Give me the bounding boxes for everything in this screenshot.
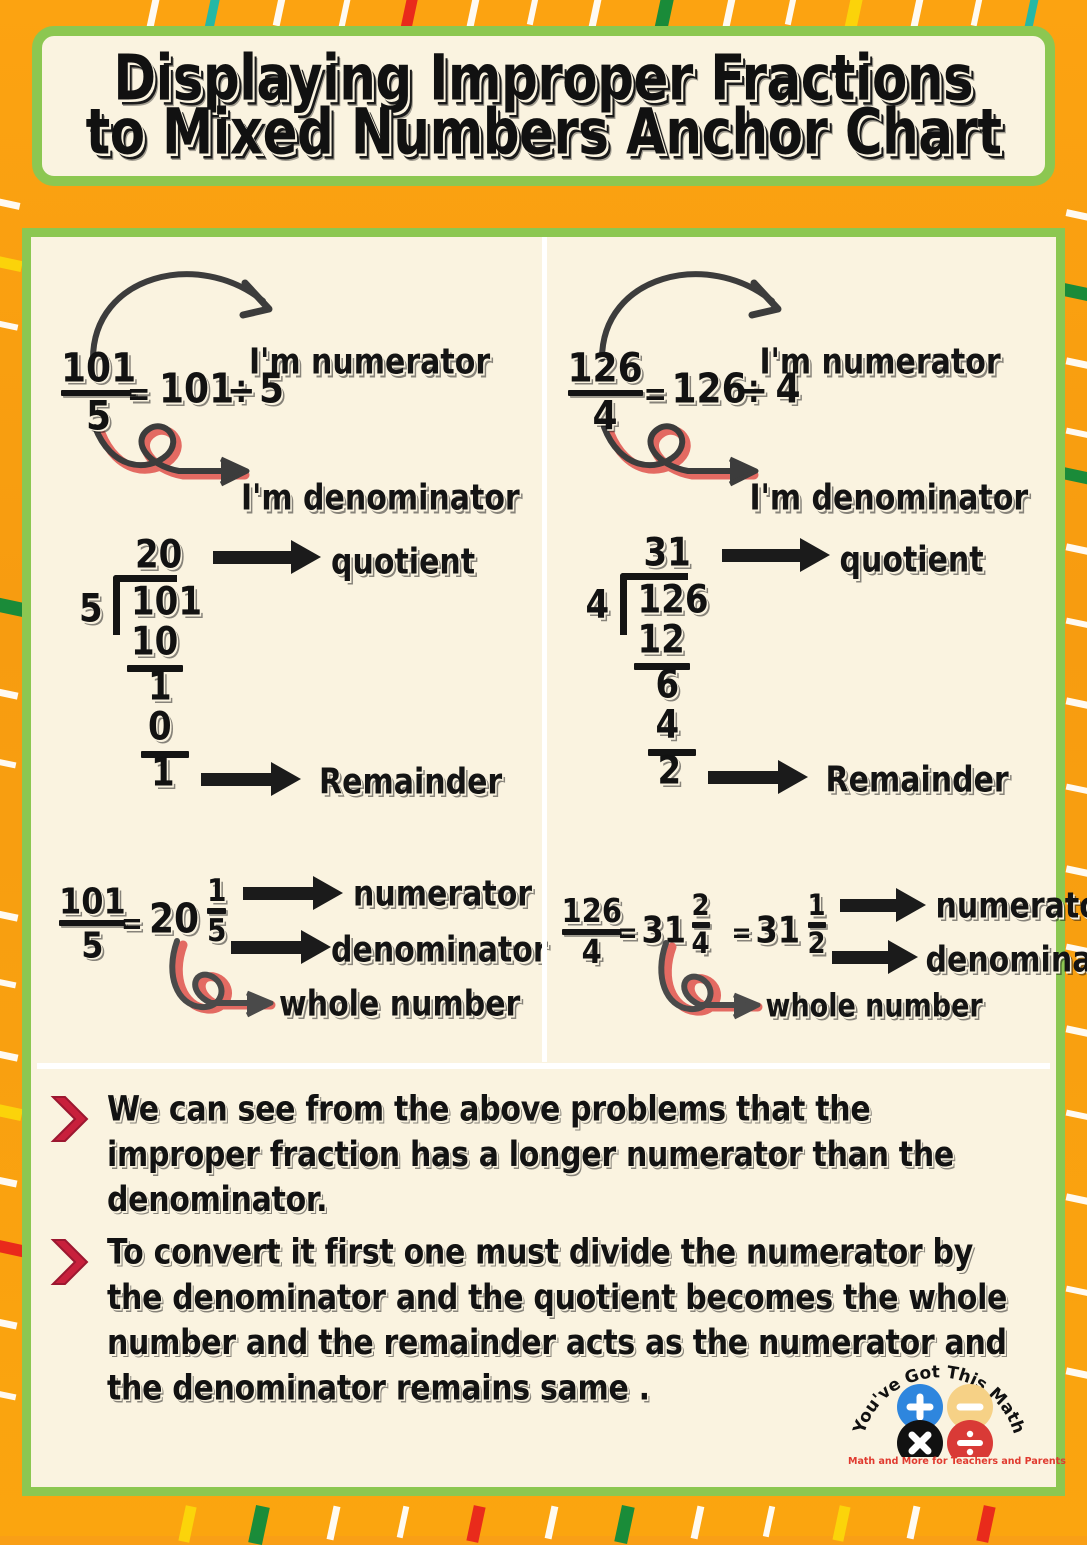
chevron-right-icon xyxy=(49,1093,95,1145)
brand-logo: You've Got This Math Math and More for T… xyxy=(848,1339,1028,1469)
chart-title-box: Displaying Improper Fractions to Mixed N… xyxy=(32,26,1055,186)
panel-vertical-divider xyxy=(542,237,547,1062)
chevron-right-icon xyxy=(49,1236,95,1288)
right-whole-number-swirl xyxy=(544,237,1064,1062)
note-row-1: We can see from the above problems that … xyxy=(49,1087,1030,1204)
chart-body: I'm numerator I'm denominator 101 5 = 10… xyxy=(22,228,1065,1496)
left-result-label-whole: whole number xyxy=(279,984,520,1025)
example-right-panel: I'm numerator I'm denominator 126 4 = 12… xyxy=(544,237,1057,1062)
logo-graphic: You've Got This Math xyxy=(848,1339,1028,1457)
right-result-label-whole: whole number xyxy=(766,988,983,1025)
logo-tagline: Math and More for Teachers and Parents xyxy=(848,1456,1028,1467)
section-horizontal-divider xyxy=(37,1063,1050,1069)
example-left-panel: I'm numerator I'm denominator 101 5 = 10… xyxy=(31,237,544,1062)
left-whole-number-swirl xyxy=(31,237,551,1062)
note-text-1: We can see from the above problems that … xyxy=(107,1087,1012,1223)
page-title-line-2: to Mixed Numbers Anchor Chart xyxy=(86,100,1002,166)
